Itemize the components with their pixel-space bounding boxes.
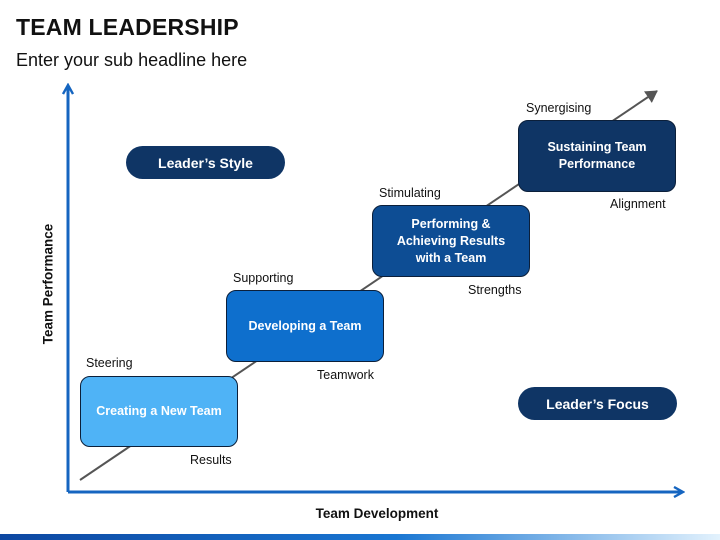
page-subtitle: Enter your sub headline here: [16, 50, 248, 70]
stage-developing-team: Developing a Team: [226, 290, 384, 362]
leaders-focus-pill: Leader’s Focus: [518, 387, 677, 420]
stage-1-above-label: Steering: [86, 356, 133, 370]
bottom-accent-bar: [0, 534, 720, 540]
stage-2-below-label: Teamwork: [317, 368, 374, 382]
stage-1-below-label: Results: [190, 453, 232, 467]
stage-4-above-label: Synergising: [526, 101, 592, 115]
stage-4-below-label: Alignment: [610, 197, 666, 211]
x-axis-label: Team Development: [315, 506, 439, 521]
stage-3-below-label: Strengths: [468, 283, 522, 297]
stage-creating-new-team: Creating a New Team: [80, 376, 238, 447]
stage-2-above-label: Supporting: [233, 271, 294, 285]
stage-sustaining-performance: Sustaining Team Performance: [518, 120, 676, 192]
leaders-style-pill: Leader’s Style: [126, 146, 285, 179]
stage-performing-achieving: Performing & Achieving Results with a Te…: [372, 205, 530, 277]
page-title: TEAM LEADERSHIP: [16, 14, 239, 40]
stage-3-above-label: Stimulating: [379, 186, 441, 200]
y-axis-label: Team Performance: [40, 223, 56, 345]
